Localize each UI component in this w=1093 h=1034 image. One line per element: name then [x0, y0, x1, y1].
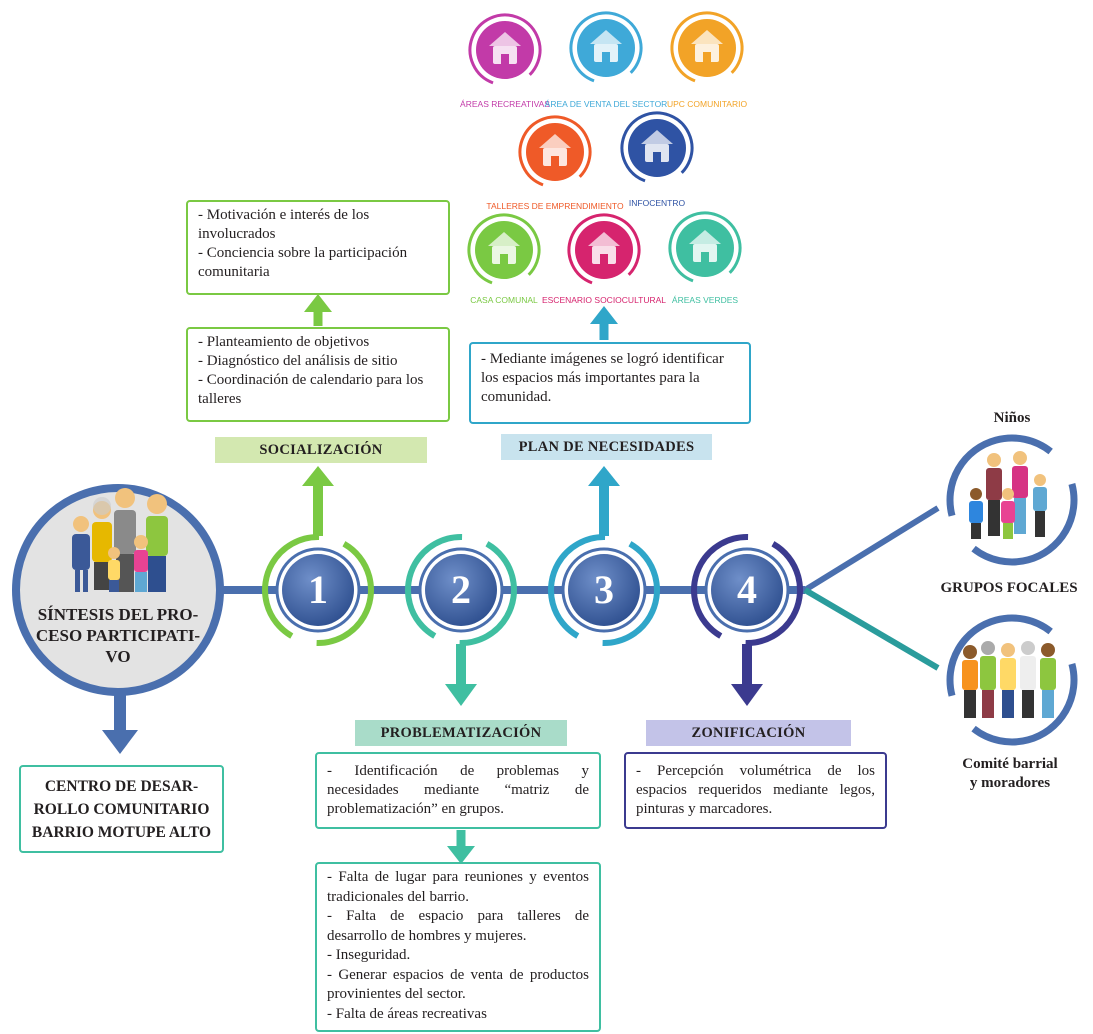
- synthesis-down-arrow: [102, 694, 138, 754]
- socializacion-upper-box: - Motivación e interés de los involucrad…: [186, 200, 450, 295]
- space-label: TALLERES DE EMPRENDIMIENTO: [486, 201, 624, 211]
- space-label: ÁREAS RECREATIVAS: [460, 99, 550, 109]
- space-label: UPC COMUNITARIO: [666, 99, 748, 109]
- synthesis-title: SÍNTESIS DEL PRO- CESO PARTICIPATI- VO: [35, 605, 201, 666]
- zonificacion-box: - Percepción volumétrica de los espacios…: [624, 752, 887, 829]
- branch-to-comite: [803, 587, 940, 671]
- gazebo-icon: [468, 13, 542, 87]
- workshop-icon: [518, 115, 592, 189]
- step-1-node: [262, 534, 374, 646]
- step-1-up-arrow: [302, 466, 334, 536]
- branch-to-ninos: [803, 505, 940, 593]
- computer-user-icon: [620, 111, 694, 185]
- space-label: INFOCENTRO: [628, 198, 686, 208]
- step-2-number: 2: [451, 567, 471, 612]
- problematizacion-inner-arrow: [447, 830, 475, 864]
- police-icon: [670, 11, 744, 85]
- step-2-node: [405, 534, 517, 646]
- community-people-icon: [72, 488, 168, 592]
- space-label: ÁREAS VERDES: [671, 295, 739, 305]
- vendors-icon: [569, 11, 643, 85]
- step-4-number: 4: [737, 567, 757, 612]
- space-label: CASA COMUNAL: [470, 295, 538, 305]
- problematizacion-lower-box: - Falta de lugar para reuniones y evento…: [315, 862, 601, 1032]
- problematizacion-label: PROBLEMATIZACIÓN: [355, 720, 567, 746]
- step-3-node: [548, 534, 660, 646]
- dancers-icon: [567, 213, 641, 287]
- socializacion-label: SOCIALIZACIÓN: [215, 437, 427, 463]
- plan-inner-arrow: [590, 306, 618, 340]
- synthesis-result-box: CENTRO DE DESAR- ROLLO COMUNITARIO BARRI…: [19, 765, 224, 853]
- step-3-number: 3: [594, 567, 614, 612]
- ninos-circle: [946, 434, 1078, 566]
- ninos-label: Niños: [993, 410, 1031, 426]
- socializacion-inner-arrow: [304, 294, 332, 326]
- step-3-up-arrow: [588, 466, 620, 536]
- focus-groups-title: GRUPOS FOCALES: [940, 580, 1078, 596]
- kids-group-icon: [969, 451, 1047, 539]
- step-2-down-arrow: [445, 644, 477, 706]
- socializacion-lower-box: - Planteamiento de objetivos - Diagnósti…: [186, 327, 450, 422]
- park-icon: [668, 211, 742, 285]
- problematizacion-upper-box: - Identificación de problemas y necesida…: [315, 752, 601, 829]
- plan-de-necesidades-label: PLAN DE NECESIDADES: [501, 434, 712, 460]
- step-4-down-arrow: [731, 644, 763, 706]
- step-4-node: [691, 534, 803, 646]
- residents-group-icon: [962, 641, 1056, 718]
- space-label: ÁREA DE VENTA DEL SECTOR: [544, 99, 668, 109]
- plan-box: - Mediante imágenes se logró identificar…: [469, 342, 751, 424]
- space-label: ESCENARIO SOCIOCULTURAL: [541, 295, 667, 305]
- house-icon: [467, 213, 541, 287]
- comite-label: Comité barrial y moradores: [962, 756, 1058, 791]
- zonificacion-label: ZONIFICACIÓN: [646, 720, 851, 746]
- step-1-number: 1: [308, 567, 328, 612]
